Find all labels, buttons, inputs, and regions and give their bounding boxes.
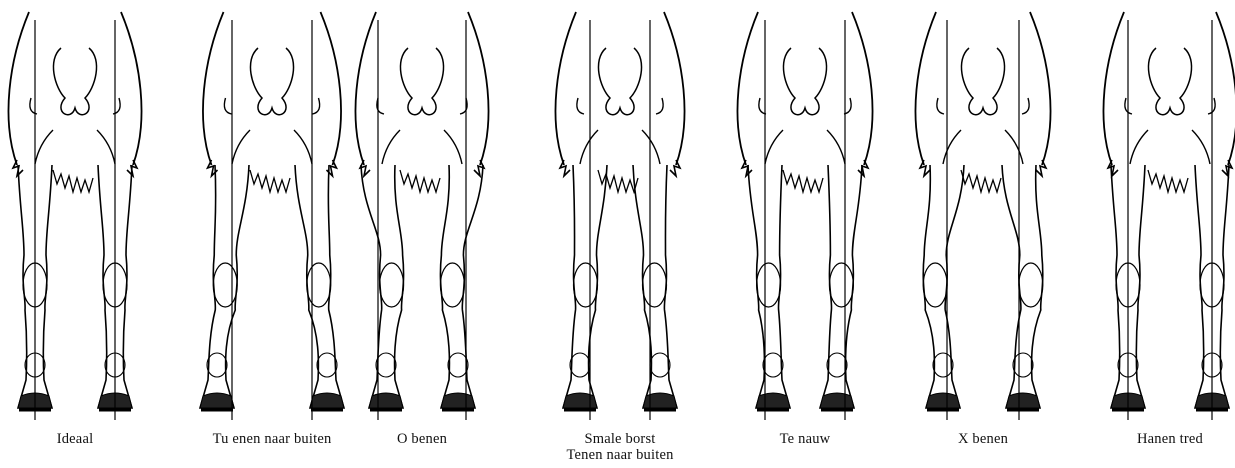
- caption-line: Tenen naar buiten: [525, 447, 715, 463]
- body-outline: [1103, 12, 1235, 165]
- chest-muscle: [1148, 48, 1191, 115]
- horse-drawing: [0, 0, 1235, 430]
- caption-line: Hanen tred: [1075, 431, 1235, 447]
- elbow-tuft: [1222, 160, 1232, 176]
- panel-hanen-tred: [0, 0, 1235, 435]
- brisket-hair: [1148, 170, 1188, 192]
- forearm-mark: [1130, 130, 1148, 164]
- forearm-mark: [1192, 130, 1210, 164]
- elbow-tuft: [1108, 160, 1118, 176]
- caption-hanen-tred: Hanen tred: [1075, 431, 1235, 447]
- horse-front-view: [1103, 12, 1235, 420]
